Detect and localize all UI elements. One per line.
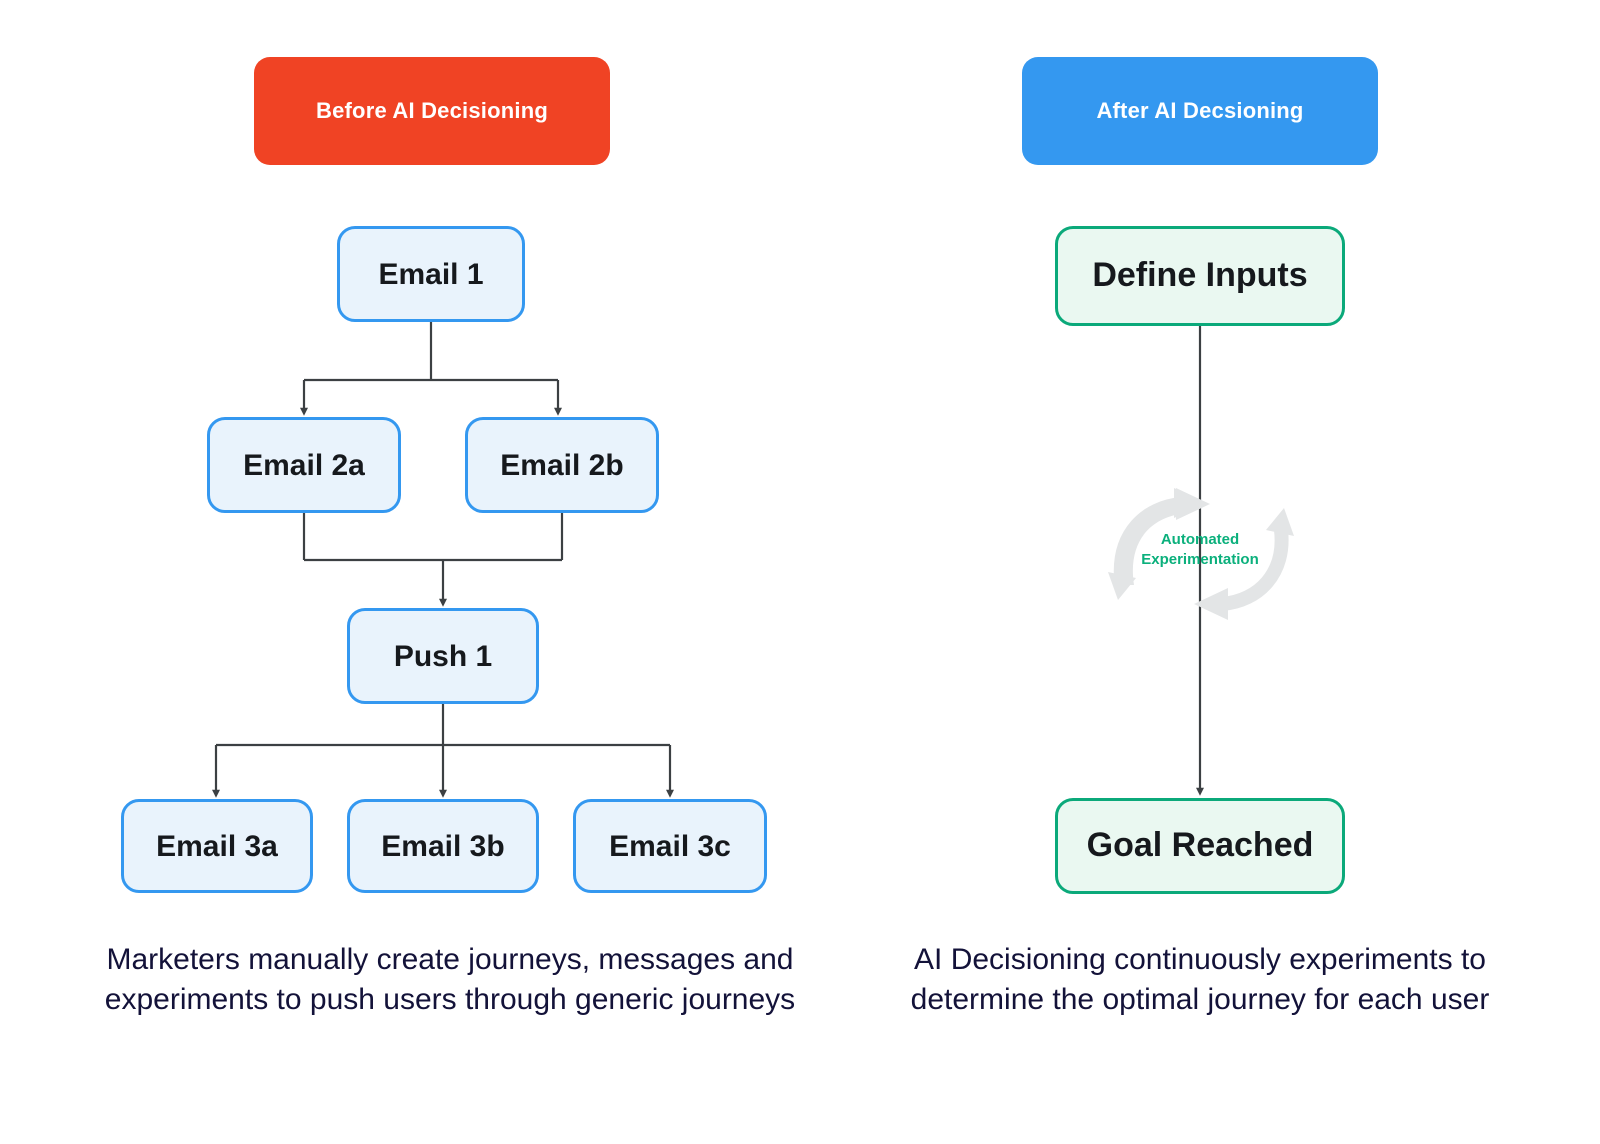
node-goal-reached-label: Goal Reached xyxy=(1086,826,1314,865)
node-email-3c-label: Email 3c xyxy=(609,829,731,863)
node-email-3b-label: Email 3b xyxy=(381,829,505,863)
node-email-2a[interactable]: Email 2a xyxy=(207,417,401,513)
header-badge-before: Before AI Decisioning xyxy=(254,57,610,165)
node-email-2a-label: Email 2a xyxy=(243,448,365,482)
caption-before: Marketers manually create journeys, mess… xyxy=(104,943,796,1016)
cycle-label: Automated Experimentation xyxy=(1120,530,1280,570)
cycle-label-line-2: Experimentation xyxy=(1141,550,1259,568)
caption-after: AI Decisioning continuously experiments … xyxy=(910,943,1490,1016)
header-badge-before-label: Before AI Decisioning xyxy=(316,98,548,123)
node-email-3a[interactable]: Email 3a xyxy=(121,799,313,893)
cycle-arrow-top-tail xyxy=(1108,572,1136,600)
node-define-inputs-label: Define Inputs xyxy=(1092,256,1308,295)
node-define-inputs[interactable]: Define Inputs xyxy=(1055,226,1345,326)
node-email-1-label: Email 1 xyxy=(378,257,484,291)
cycle-arrow-bottom-head xyxy=(1194,588,1228,620)
header-badge-after: After AI Decsioning xyxy=(1022,57,1378,165)
node-push-1-label: Push 1 xyxy=(393,639,493,673)
node-push-1[interactable]: Push 1 xyxy=(347,608,539,704)
cycle-arrow-top-head xyxy=(1176,488,1210,520)
cycle-label-line-1: Automated xyxy=(1160,531,1240,548)
node-email-3b[interactable]: Email 3b xyxy=(347,799,539,893)
node-email-2b-label: Email 2b xyxy=(500,448,624,482)
node-goal-reached[interactable]: Goal Reached xyxy=(1055,798,1345,894)
node-email-1[interactable]: Email 1 xyxy=(337,226,525,322)
node-email-3a-label: Email 3a xyxy=(156,829,278,863)
header-badge-after-label: After AI Decsioning xyxy=(1096,98,1304,123)
node-email-3c[interactable]: Email 3c xyxy=(573,799,767,893)
node-email-2b[interactable]: Email 2b xyxy=(465,417,659,513)
